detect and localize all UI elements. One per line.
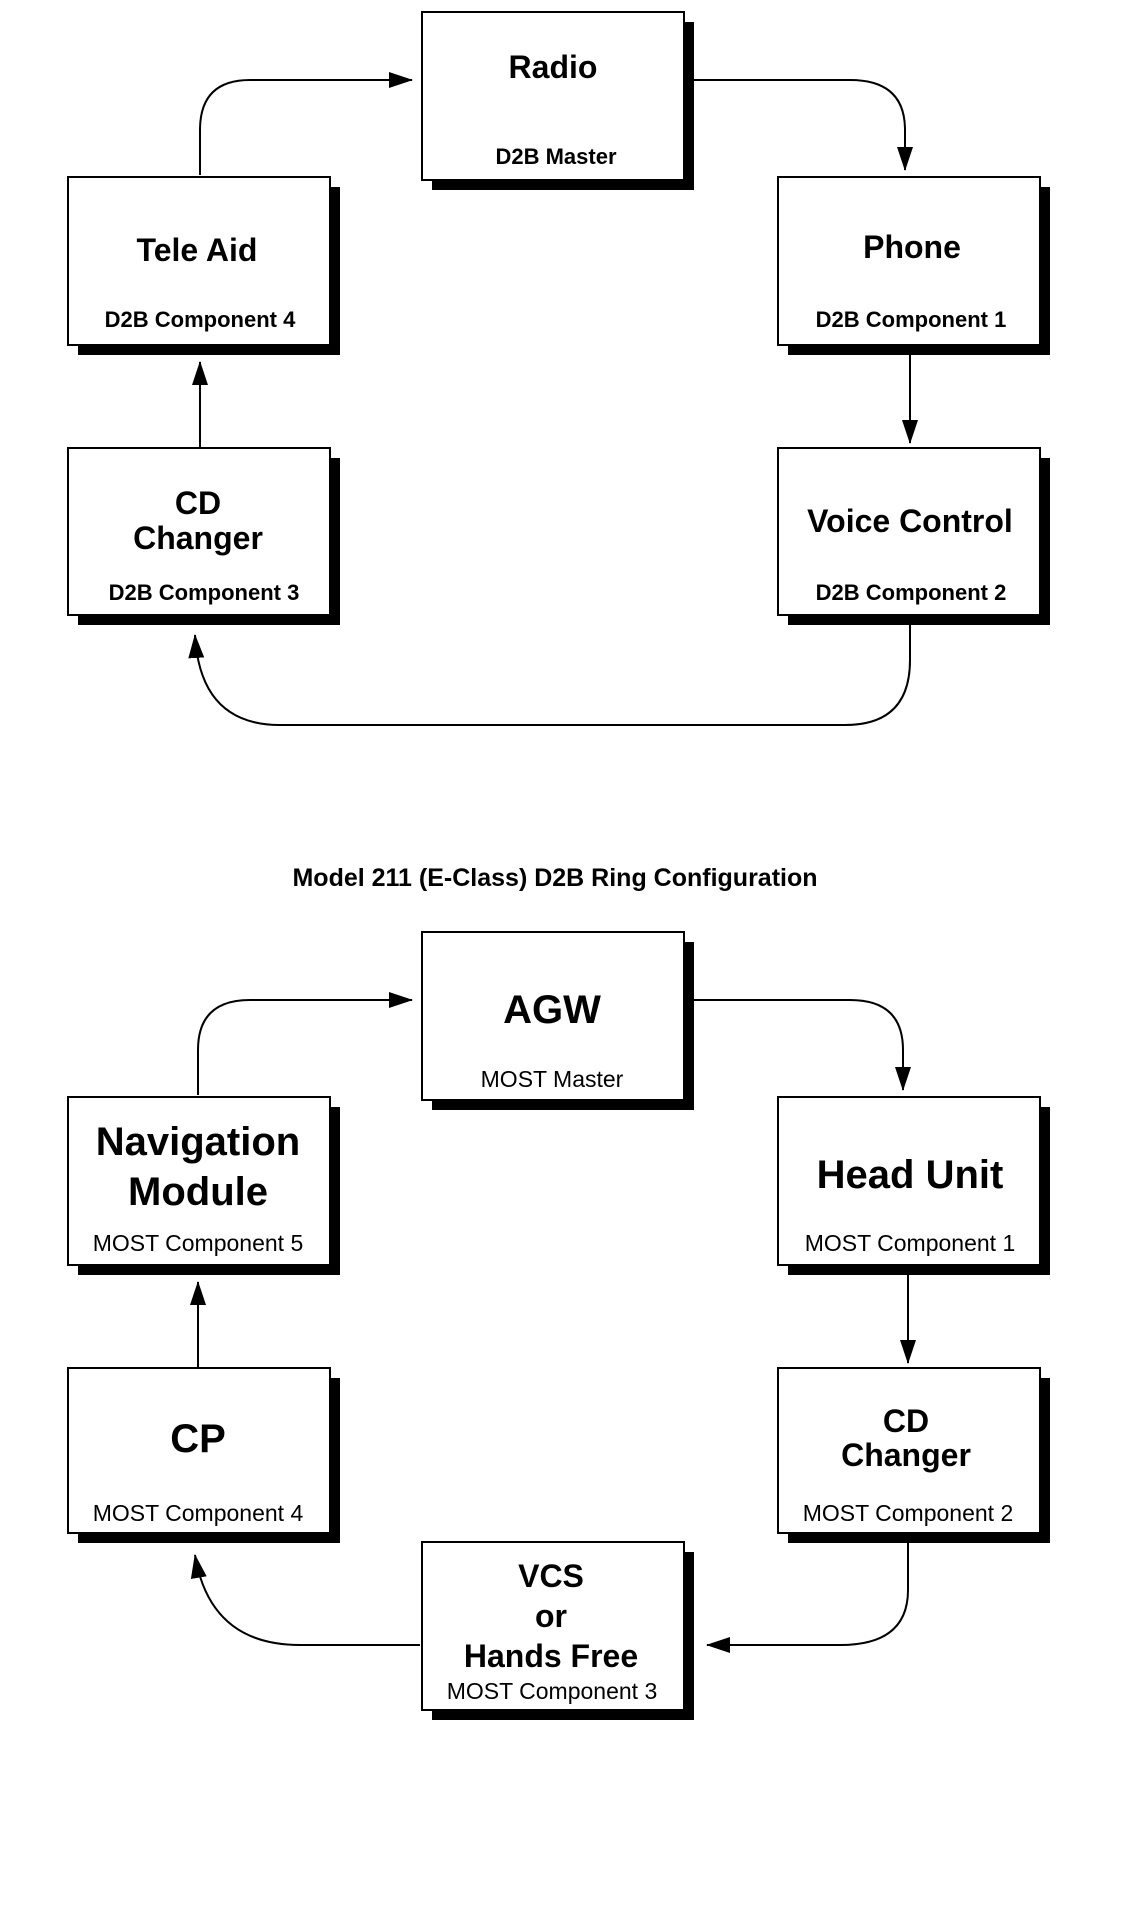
d2b-node-radio-subtitle: D2B Master — [495, 144, 616, 169]
most-node-navigation-module-subtitle: MOST Component 5 — [93, 1230, 304, 1256]
most-node-navigation-module-box — [67, 1096, 331, 1266]
d2b-connectors — [188, 72, 918, 726]
d2b-node-cd-changer-title-line-2: Changer — [133, 520, 263, 556]
most-node-navigation-module: Navigation Module MOST Component 5 — [67, 1096, 340, 1275]
d2b-link-radio-to-phone — [694, 79, 913, 171]
d2b-node-cd-changer: CD Changer D2B Component 3 — [67, 447, 340, 625]
most-node-agw: AGW MOST Master — [421, 931, 694, 1110]
most-node-head-unit-title: Head Unit — [817, 1153, 1004, 1197]
d2b-link-voice-control-to-cd-changer — [188, 625, 911, 726]
most-ring: AGW MOST Master Head Unit MOST Component… — [67, 931, 1050, 1720]
most-node-cd-changer-box — [777, 1367, 1041, 1534]
d2b-node-tele-aid-subtitle: D2B Component 4 — [105, 307, 296, 332]
most-link-agw-to-head-unit — [694, 999, 911, 1091]
most-node-cd-changer-title-line-2: Changer — [841, 1437, 971, 1473]
most-node-agw-subtitle: MOST Master — [481, 1066, 624, 1092]
most-node-vcs-hands-free-box — [421, 1541, 685, 1711]
d2b-node-radio-title: Radio — [509, 49, 598, 85]
d2b-ring: Radio D2B Master Phone D2B Component 1 V… — [67, 11, 1050, 892]
most-connectors — [190, 992, 916, 1653]
d2b-node-phone-title: Phone — [863, 229, 961, 265]
d2b-node-phone-subtitle: D2B Component 1 — [816, 307, 1007, 332]
d2b-node-cd-changer-box — [67, 447, 331, 616]
most-node-cp-subtitle: MOST Component 4 — [93, 1500, 304, 1526]
d2b-node-voice-control-box — [777, 447, 1041, 616]
d2b-node-tele-aid: Tele Aid D2B Component 4 — [67, 176, 340, 355]
d2b-link-tele-aid-to-radio — [199, 72, 413, 175]
most-node-cp: CP MOST Component 4 — [67, 1367, 340, 1543]
most-node-vcs-hands-free: VCS or Hands Free MOST Component 3 — [421, 1541, 694, 1720]
d2b-node-voice-control: Voice Control D2B Component 2 — [777, 447, 1050, 625]
most-node-vcs-title-line-3: Hands Free — [464, 1638, 638, 1674]
d2b-node-phone-box — [777, 176, 1041, 346]
d2b-node-cd-changer-title-line-1: CD — [175, 485, 221, 521]
most-link-navigation-to-agw — [197, 992, 413, 1095]
most-node-cd-changer-subtitle: MOST Component 2 — [803, 1500, 1014, 1526]
most-node-vcs-title-line-2: or — [535, 1598, 567, 1634]
most-node-navigation-title-line-1: Navigation — [96, 1120, 300, 1164]
most-node-cp-box — [67, 1367, 331, 1534]
most-node-navigation-title-line-2: Module — [128, 1170, 268, 1214]
most-node-head-unit-box — [777, 1096, 1041, 1266]
most-node-head-unit-subtitle: MOST Component 1 — [805, 1230, 1016, 1256]
d2b-node-cd-changer-subtitle: D2B Component 3 — [109, 580, 300, 605]
d2b-node-tele-aid-title: Tele Aid — [137, 232, 258, 268]
most-node-agw-title: AGW — [503, 988, 601, 1032]
d2b-node-radio-box — [421, 11, 685, 181]
most-link-cd-changer-to-vcs — [706, 1543, 909, 1653]
most-node-cp-title: CP — [170, 1417, 226, 1461]
d2b-node-voice-control-title: Voice Control — [807, 503, 1013, 539]
d2b-node-voice-control-subtitle: D2B Component 2 — [816, 580, 1007, 605]
d2b-node-radio: Radio D2B Master — [421, 11, 694, 190]
most-node-head-unit: Head Unit MOST Component 1 — [777, 1096, 1050, 1275]
most-node-cd-changer: CD Changer MOST Component 2 — [777, 1367, 1050, 1543]
d2b-node-phone: Phone D2B Component 1 — [777, 176, 1050, 355]
most-node-vcs-hands-free-subtitle: MOST Component 3 — [447, 1678, 658, 1704]
d2b-node-tele-aid-box — [67, 176, 331, 346]
d2b-ring-caption: Model 211 (E-Class) D2B Ring Configurati… — [292, 864, 817, 892]
most-node-cd-changer-title-line-1: CD — [883, 1403, 929, 1439]
most-node-agw-box — [421, 931, 685, 1101]
most-node-vcs-title-line-1: VCS — [518, 1558, 584, 1594]
most-link-vcs-to-cp — [190, 1554, 420, 1646]
